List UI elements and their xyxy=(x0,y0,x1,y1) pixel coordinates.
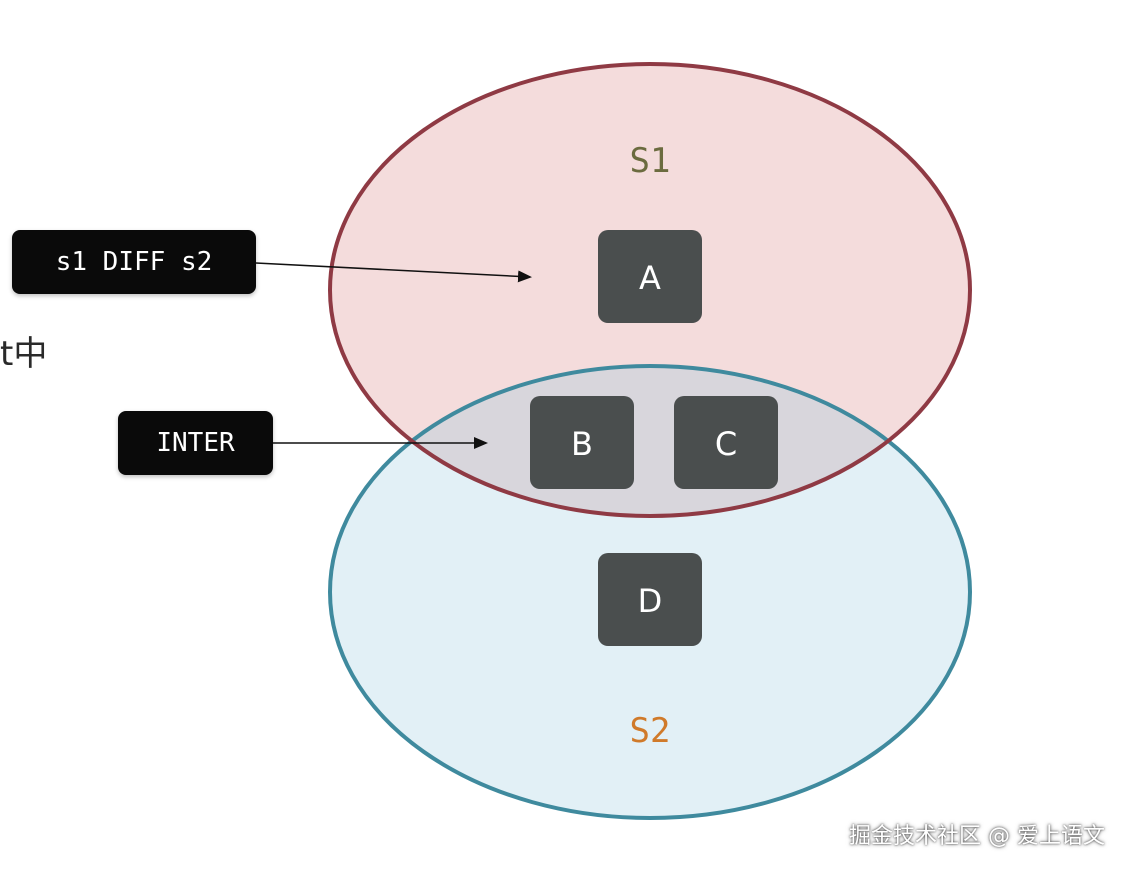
item-c-label: C xyxy=(715,425,737,463)
diff-callout-tag: s1 DIFF s2 xyxy=(12,230,256,294)
item-d-box xyxy=(598,553,702,646)
item-b: B xyxy=(530,396,634,489)
item-d: D xyxy=(598,553,702,646)
item-b-label: B xyxy=(571,425,593,463)
item-a-box xyxy=(598,230,702,323)
item-d-label: D xyxy=(638,582,663,620)
item-b-box xyxy=(530,396,634,489)
set-s1-outline xyxy=(328,62,972,518)
inter-callout-text: INTER xyxy=(156,428,235,458)
inter-callout-tag: INTER xyxy=(118,411,273,475)
intersection-region xyxy=(330,366,970,516)
item-c-box xyxy=(674,396,778,489)
item-a: A xyxy=(598,230,702,323)
set-s2-outline xyxy=(328,364,972,820)
diff-callout-text: s1 DIFF s2 xyxy=(55,247,213,277)
diff-arrow xyxy=(255,262,532,283)
set-s1-label: S1 xyxy=(630,141,671,181)
watermark: 掘金技术社区 @ 爱上语文 xyxy=(849,824,1105,849)
item-a-label: A xyxy=(639,259,661,297)
item-c: C xyxy=(674,396,778,489)
cropped-text-fragment: t中 xyxy=(0,334,48,374)
set-s2-label: S2 xyxy=(630,711,671,751)
